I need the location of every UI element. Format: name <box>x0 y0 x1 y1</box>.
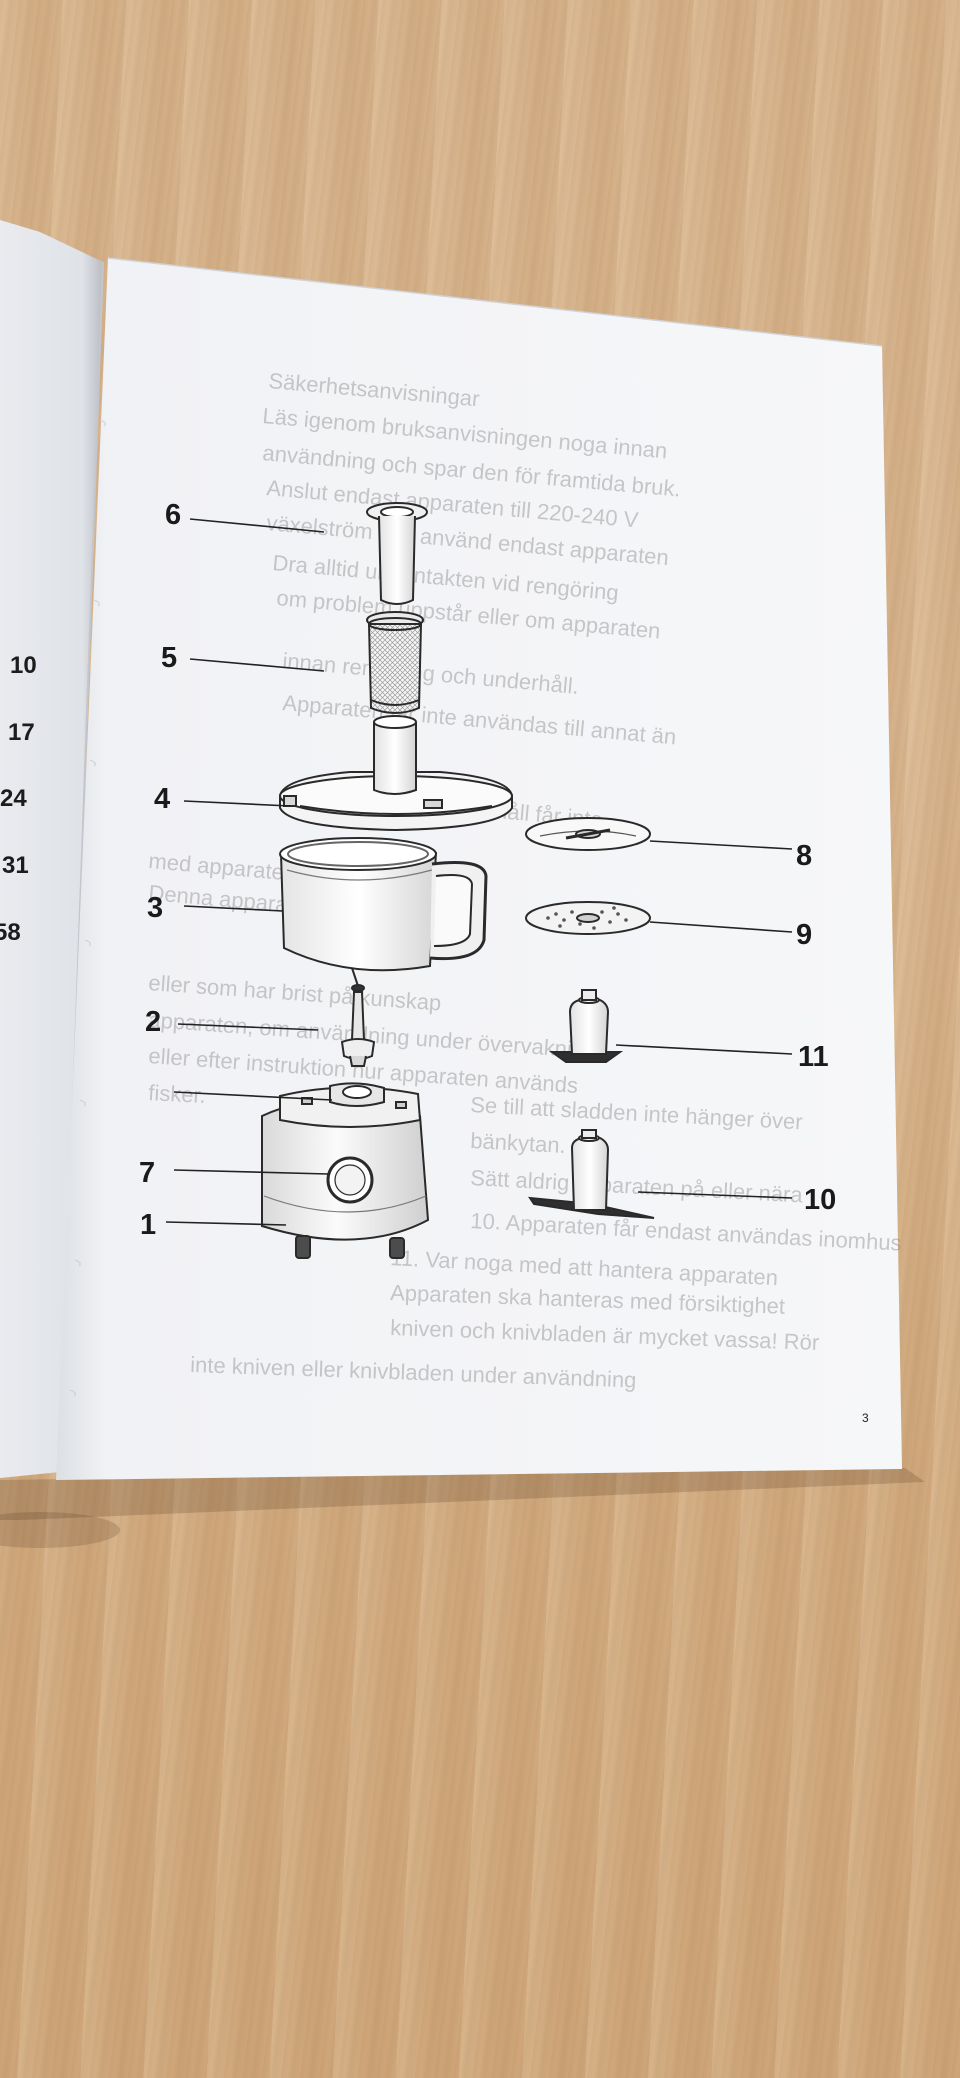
callout-1: 1 <box>140 1209 156 1241</box>
leader-lines <box>165 518 793 1226</box>
callout-2: 2 <box>145 1006 161 1038</box>
svg-text:24: 24 <box>0 785 27 812</box>
part-kneading-blade <box>548 989 624 1063</box>
page-creases <box>69 419 106 1397</box>
left-page <box>0 220 103 1478</box>
part-grating-disc <box>525 901 651 935</box>
callout-3: 3 <box>147 892 163 924</box>
part-chopping-blade <box>527 1129 655 1219</box>
part-filter <box>366 611 424 714</box>
part-bowl <box>279 837 488 987</box>
left-page-numbers: 10 17 24 31 58 <box>0 652 37 946</box>
callout-8: 8 <box>796 840 812 872</box>
food-processor-diagram <box>165 502 793 1259</box>
callout-11: 11 <box>798 1041 829 1073</box>
part-shaft <box>340 984 376 1067</box>
callout-6: 6 <box>165 499 181 531</box>
svg-text:58: 58 <box>0 919 21 946</box>
page-number: 3 <box>862 1411 869 1425</box>
diagram-callout-numbers: 6 5 4 3 2 7 1 8 9 11 10 <box>139 499 836 1241</box>
part-pusher <box>366 502 428 605</box>
svg-text:bänkytan.: bänkytan. <box>470 1128 567 1158</box>
booklet-shadow <box>0 1468 925 1548</box>
callout-9: 9 <box>796 919 812 951</box>
part-motor-base <box>261 1082 430 1259</box>
part-lid <box>279 715 513 832</box>
callout-10: 10 <box>804 1184 836 1216</box>
svg-text:10: 10 <box>10 652 37 679</box>
callout-5: 5 <box>161 642 177 674</box>
svg-text:31: 31 <box>2 852 29 879</box>
callout-4: 4 <box>154 783 170 815</box>
callout-7: 7 <box>139 1157 155 1189</box>
part-slicing-disc <box>525 817 651 851</box>
svg-text:fisker.: fisker. <box>148 1080 207 1108</box>
svg-text:17: 17 <box>8 719 35 746</box>
